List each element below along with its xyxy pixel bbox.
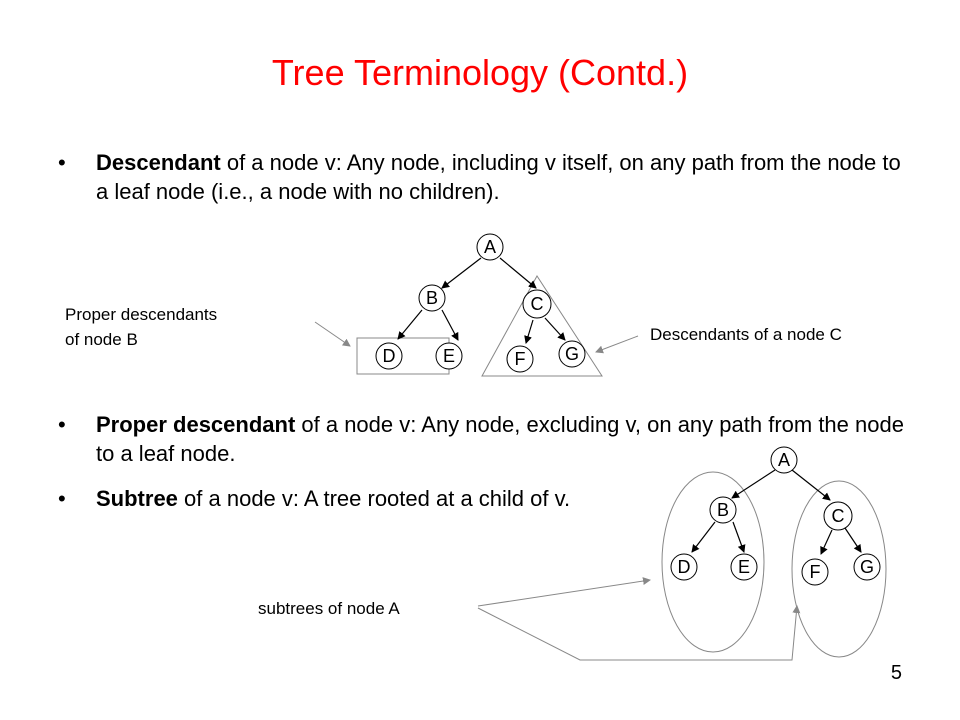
tree-node: C <box>823 501 853 531</box>
bullet-term: Descendant <box>96 150 221 175</box>
svg-text:A: A <box>484 237 496 257</box>
svg-text:G: G <box>860 557 874 577</box>
slide-number: 5 <box>890 662 902 684</box>
svg-text:G: G <box>565 344 579 364</box>
svg-text:F: F <box>515 349 526 369</box>
upper-tree: A B C D E F G <box>314 233 639 377</box>
tree-node: B <box>709 496 737 524</box>
svg-text:F: F <box>810 562 821 582</box>
bullet-proper-descendant: • Proper descendant of a node v: Any nod… <box>58 410 916 468</box>
edge-c-g <box>544 317 566 341</box>
bullet-text: of a node v: Any node, excluding v, on a… <box>96 412 904 466</box>
svg-text:C: C <box>832 506 845 526</box>
edge-c-f <box>524 319 534 344</box>
edge-c-f <box>820 529 833 555</box>
edge-a-c <box>791 469 831 501</box>
tree-node: E <box>730 553 758 581</box>
svg-text:B: B <box>426 288 438 308</box>
bullet-term: Subtree <box>96 486 178 511</box>
tree-node: G <box>853 553 881 581</box>
edge-b-d <box>397 309 423 340</box>
tree-node: C <box>522 289 552 319</box>
descendants-c-label: Descendants of a node C <box>650 325 842 344</box>
edge-b-d <box>691 521 716 553</box>
edge-a-b <box>731 469 776 499</box>
edge-c-g <box>844 527 862 553</box>
subtree-pointer-c <box>477 605 801 661</box>
tree-node: A <box>770 446 798 474</box>
slide-title: Tree Terminology (Contd.) <box>271 52 689 93</box>
svg-text:B: B <box>717 500 729 520</box>
lower-tree: A B C D E F G <box>477 446 887 661</box>
bullet-text: of a node v: Any node, including v itsel… <box>96 150 901 204</box>
svg-text:C: C <box>531 294 544 314</box>
edge-a-b <box>441 257 482 289</box>
edge-b-e <box>732 521 746 553</box>
tree-node: D <box>670 553 698 581</box>
svg-text:E: E <box>738 557 750 577</box>
bullet-marker: • <box>58 412 66 437</box>
tree-node: F <box>801 558 829 586</box>
bullet-term: Proper descendant <box>96 412 296 437</box>
subtrees-label: subtrees of node A <box>258 599 400 618</box>
bullet-text: of a node v: A tree rooted at a child of… <box>177 486 571 511</box>
edge-b-e <box>441 309 459 341</box>
tree-node: G <box>558 340 586 368</box>
subtree-ellipse-c <box>791 480 887 658</box>
tree-node: E <box>435 342 463 370</box>
desc-c-pointer <box>595 335 639 354</box>
svg-text:D: D <box>678 557 691 577</box>
bullet-marker: • <box>58 150 66 175</box>
subtree-ellipse-b <box>661 471 765 653</box>
subtree-pointer-b <box>477 577 651 607</box>
svg-text:E: E <box>443 346 455 366</box>
bullet-descendant: • Descendant of a node v: Any node, incl… <box>58 148 916 206</box>
bullet-subtree: • Subtree of a node v: A tree rooted at … <box>58 484 916 513</box>
tree-node: A <box>476 233 504 261</box>
descendants-triangle <box>481 275 603 377</box>
proper-desc-pointer <box>314 321 351 347</box>
proper-descendants-box <box>356 337 450 375</box>
tree-node: B <box>418 284 446 312</box>
svg-text:D: D <box>383 346 396 366</box>
tree-node: F <box>506 345 534 373</box>
bullet-marker: • <box>58 486 66 511</box>
edge-a-c <box>499 257 537 289</box>
tree-node: D <box>375 342 403 370</box>
svg-text:A: A <box>778 450 790 470</box>
proper-descendants-label: Proper descendants of node B <box>65 305 218 349</box>
